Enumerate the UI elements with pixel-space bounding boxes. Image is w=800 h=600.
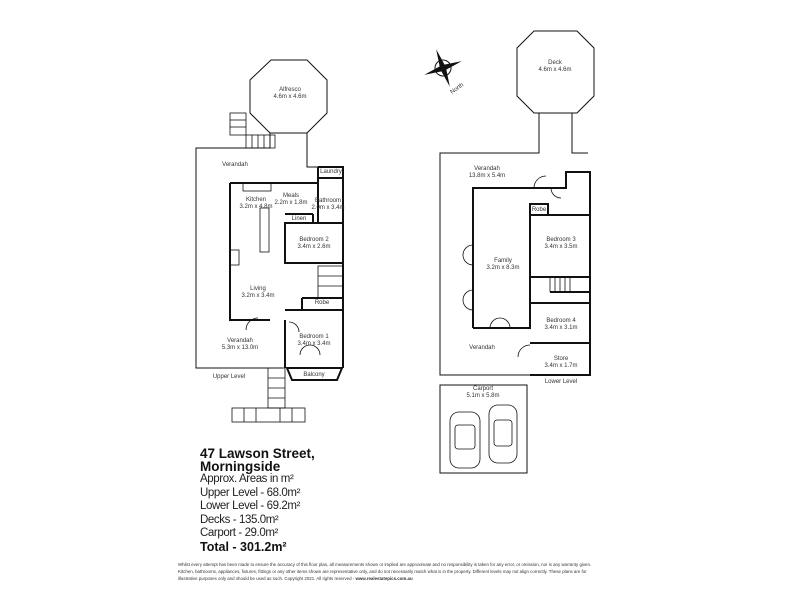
room-label-linen: Linen <box>291 216 307 222</box>
upper-level-plan <box>195 59 344 423</box>
room-label-laundry: Laundry <box>320 169 342 175</box>
upper-fixtures <box>229 182 344 356</box>
areas-heading: Approx. Areas in m² <box>200 473 294 485</box>
car-icons <box>449 404 518 469</box>
area-lower: Lower Level - 69.2m² <box>200 500 301 512</box>
disclaimer-text: Whilst every attempt has been made to en… <box>178 562 592 581</box>
lower-level-plan <box>439 30 595 474</box>
area-carport: Carport - 29.0m² <box>200 527 278 539</box>
upper-level-label: Upper Level <box>212 374 246 380</box>
area-decks: Decks - 135.0m² <box>200 513 279 526</box>
area-total: Total - 301.2m² <box>200 539 287 554</box>
upper-entry-stairs <box>231 367 306 423</box>
disclaimer: Whilst every attempt has been made to en… <box>178 561 598 582</box>
room-label-verandah-bottom: Verandah <box>469 345 495 351</box>
lower-walls <box>472 171 591 376</box>
room-label-verandah-upper: Verandah <box>222 162 248 168</box>
upper-stairs <box>229 112 276 149</box>
lower-level-label: Lower Level <box>544 379 578 385</box>
room-label-balcony: Balcony <box>303 372 325 378</box>
address-line1: 47 Lawson Street, <box>200 446 315 461</box>
address-line2: Morningside <box>200 459 281 474</box>
carport-outline <box>439 384 528 474</box>
lower-fixtures <box>462 175 571 358</box>
room-label-robe-lower: Robe <box>531 207 547 213</box>
deck <box>516 30 595 114</box>
compass-rose-icon <box>424 49 462 87</box>
website-link: www.realestatepics.com.au <box>355 576 413 581</box>
room-label-robe-upper: Robe <box>314 300 330 306</box>
area-upper: Upper Level - 68.0m² <box>200 486 301 499</box>
property-info: 47 Lawson Street, Morningside Approx. Ar… <box>200 447 315 554</box>
